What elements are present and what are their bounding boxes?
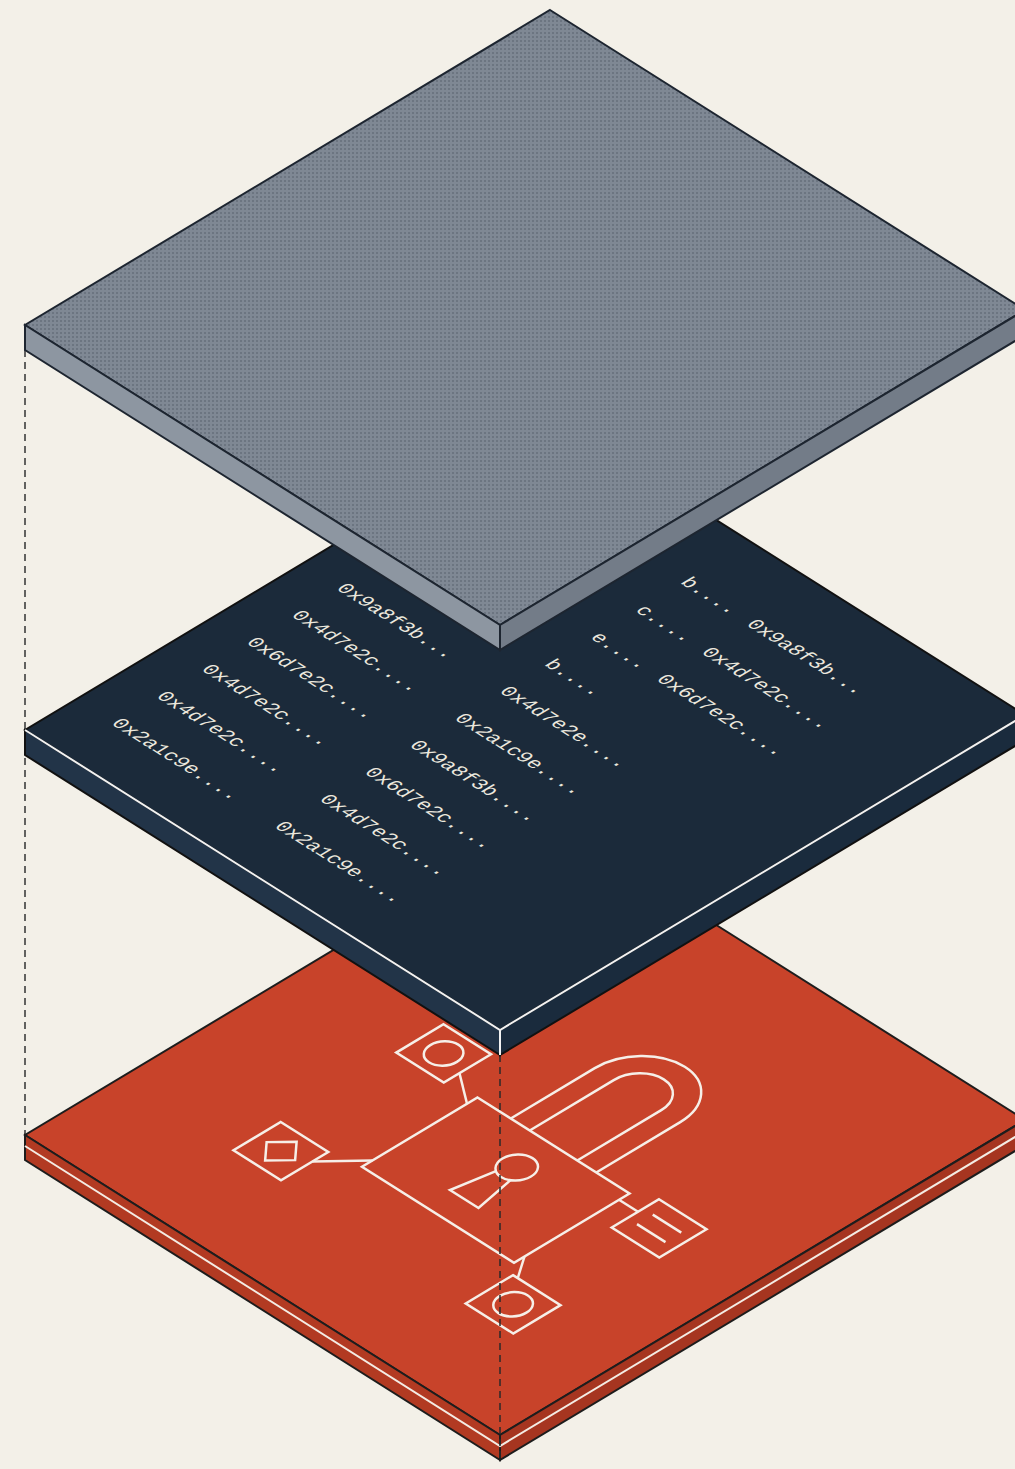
data-side [25,730,500,1055]
base-side [500,1120,1015,1460]
hex-address: c.... [628,602,699,646]
cover-side [25,325,500,650]
alignment-guide [499,1055,501,1460]
data-side [500,715,1015,1055]
cover-side [500,310,1015,650]
hex-address: b.... [673,574,744,618]
base-edge-line [25,1131,1015,1446]
data-edge-line [499,1030,501,1055]
base-side [25,1135,500,1460]
hex-address: e.... [583,629,654,673]
cover-layer [25,10,1015,650]
hex-address: b.... [538,656,609,700]
cover-face [25,10,1015,625]
